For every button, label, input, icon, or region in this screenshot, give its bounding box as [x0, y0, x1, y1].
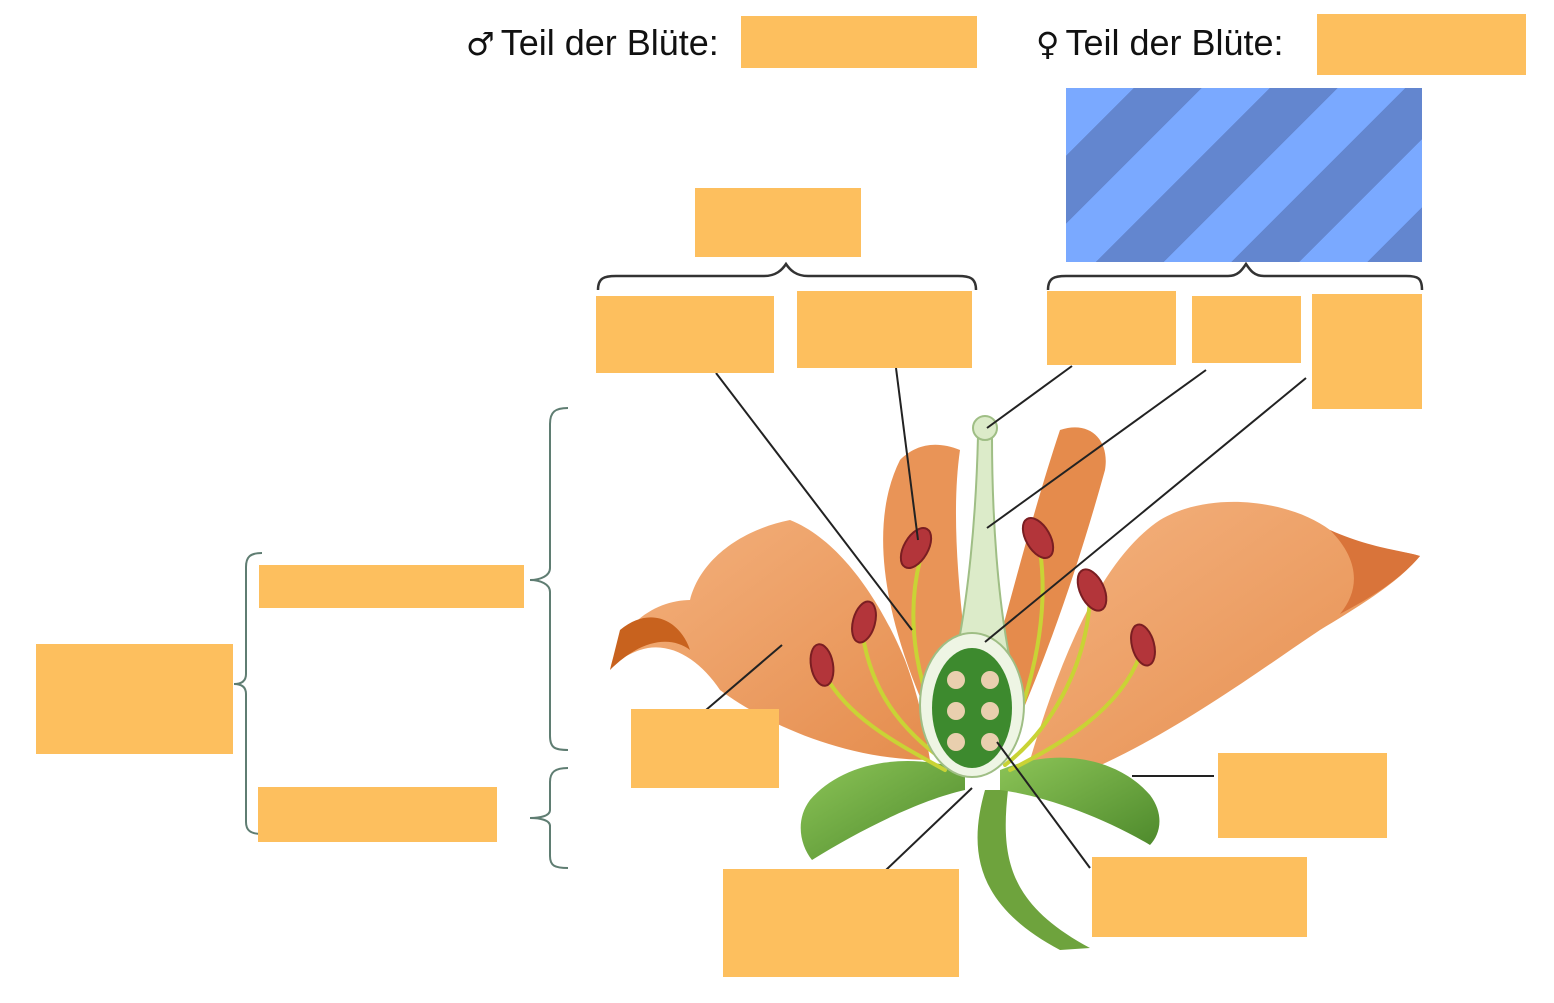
stem: [977, 790, 1090, 950]
petal-answer-box[interactable]: [631, 709, 779, 788]
filament-answer-box[interactable]: [596, 296, 774, 373]
inner-whorl-answer-box[interactable]: [259, 565, 524, 608]
sepal-left: [800, 761, 965, 860]
anthers: [809, 517, 1156, 687]
leader-lines: [705, 365, 1307, 871]
anther-answer-box[interactable]: [797, 291, 972, 368]
ovary-answer-box[interactable]: [1312, 294, 1422, 409]
male-part-answer-box[interactable]: [741, 16, 977, 68]
female-heading-text: Teil der Blüte:: [1065, 22, 1284, 63]
petal-left: [610, 520, 930, 760]
ovary-inner: [932, 648, 1012, 768]
female-sign-icon: ♀: [1036, 25, 1060, 63]
ovule-answer-box[interactable]: [1092, 857, 1307, 937]
sepal-right: [1000, 757, 1160, 845]
female-heading: ♀Teil der Blüte:: [1036, 18, 1284, 68]
stigma-answer-box[interactable]: [1047, 291, 1176, 365]
ovules: [947, 671, 999, 751]
left-brackets: [233, 407, 569, 869]
male-heading: ♂Teil der Blüte:: [466, 18, 719, 68]
style: [953, 435, 1012, 661]
sepal-answer-box[interactable]: [1218, 753, 1387, 838]
male-sign-icon: ♂: [466, 25, 495, 63]
petal-right: [1030, 501, 1420, 770]
style-answer-box[interactable]: [1192, 296, 1301, 363]
pistil-group-hatched-box[interactable]: [1066, 88, 1422, 262]
stigma: [972, 415, 998, 441]
top-braces: [596, 261, 1424, 291]
outer-whorl-answer-box[interactable]: [258, 787, 497, 842]
stamen-group-answer-box[interactable]: [695, 188, 861, 257]
male-heading-text: Teil der Blüte:: [500, 22, 719, 63]
receptacle-answer-box[interactable]: [723, 869, 959, 977]
flower-envelope-answer-box[interactable]: [36, 644, 233, 754]
female-part-answer-box[interactable]: [1317, 14, 1526, 75]
